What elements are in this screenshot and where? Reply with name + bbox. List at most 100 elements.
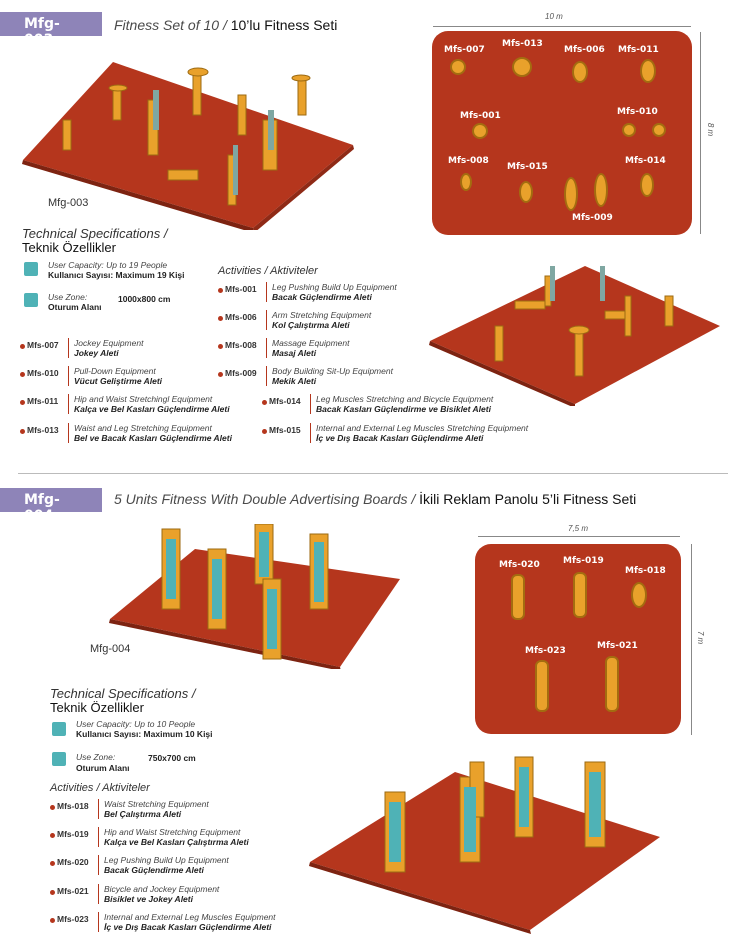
equipment-marker (450, 59, 466, 75)
plan-code-label: Mfs-008 (448, 156, 489, 166)
activity-tr: Bel Çalıştırma Aleti (104, 809, 182, 819)
equipment-marker (605, 656, 619, 712)
activity-code: Mfs-008 (225, 340, 257, 350)
capacity-tr: Kullanıcı Sayısı: Maximum 19 Kişi (48, 270, 185, 280)
activity-divider (98, 912, 99, 932)
activity-divider (68, 338, 69, 358)
plan-code-label: Mfs-007 (444, 45, 485, 55)
section-code-tag: Mfg-003 (0, 12, 102, 48)
spec-title-en: Technical Specifications / (50, 686, 196, 701)
height-dimension-line (691, 544, 692, 735)
plan-code-label: Mfs-001 (460, 111, 501, 121)
plan-code-label: Mfs-013 (502, 39, 543, 49)
section-title: Fitness Set of 10 / 10’lu Fitness Seti (114, 17, 337, 33)
activities-title: Activities / Aktiviteler (50, 782, 150, 794)
activity-en: Body Building Sit-Up Equipment (272, 366, 393, 376)
equipment-marker (472, 123, 488, 139)
plan-code-label: Mfs-014 (625, 156, 666, 166)
plan-height-label: 8 m (706, 122, 716, 137)
bullet-dot (20, 372, 25, 377)
activity-code: Mfs-021 (57, 886, 89, 896)
plan-code-label: Mfs-015 (507, 162, 548, 172)
bullet-dot (20, 429, 25, 434)
use-zone-icon (52, 752, 66, 766)
equipment-render-image (429, 266, 720, 406)
equipment-marker (460, 173, 472, 191)
activity-code: Mfs-019 (57, 829, 89, 839)
equipment-marker (535, 660, 549, 712)
activity-en: Arm Stretching Equipment (272, 310, 372, 320)
bullet-dot (218, 288, 223, 293)
activity-code: Mfs-011 (27, 396, 59, 406)
equipment-render-image (109, 524, 400, 669)
bullet-dot (50, 918, 55, 923)
activity-code: Mfs-015 (269, 425, 301, 435)
activity-tr: Bisiklet ve Jokey Aleti (104, 894, 193, 904)
equipment-marker (640, 59, 656, 83)
height-dimension-line (700, 32, 701, 234)
activity-tr: Masaj Aleti (272, 348, 317, 358)
activity-divider (98, 827, 99, 847)
section-title: 5 Units Fitness With Double Advertising … (114, 491, 636, 507)
plan-code-label: Mfs-019 (563, 556, 604, 566)
bullet-dot (218, 344, 223, 349)
activity-divider (266, 310, 267, 330)
equipment-marker (640, 173, 654, 197)
equipment-marker (564, 177, 578, 211)
plan-code-label: Mfs-023 (525, 646, 566, 656)
activities-title: Activities / Aktiviteler (218, 265, 318, 277)
activity-tr: Kalça ve Bel Kasları Güçlendirme Aleti (74, 404, 230, 414)
activity-code: Mfs-006 (225, 312, 257, 322)
activity-divider (266, 366, 267, 386)
activity-en: Hip and Waist Stretchingl Equipment (74, 394, 213, 404)
spec-title-tr: Teknik Özellikler (22, 240, 116, 255)
activity-en: Leg Pushing Build Up Equipment (272, 282, 397, 292)
equipment-render-image (22, 62, 354, 230)
plan-width-label: 7,5 m (568, 524, 589, 533)
activity-tr: Bacak Güçlendirme Aleti (104, 865, 204, 875)
section-title-tr: 10’lu Fitness Seti (230, 17, 338, 33)
activity-en: Leg Muscles Stretching and Bicycle Equip… (316, 394, 494, 404)
activity-code: Mfs-007 (27, 340, 59, 350)
bullet-dot (20, 400, 25, 405)
activity-tr: Vücut Geliştirme Aleti (74, 376, 163, 386)
equipment-marker (519, 181, 533, 203)
spec-title-en: Technical Specifications / (22, 226, 168, 241)
plan-height-label: 7 m (696, 630, 706, 645)
activity-code: Mfs-018 (57, 801, 89, 811)
plan-code-label: Mfs-006 (564, 45, 605, 55)
activity-en: Internal and External Leg Muscles Equipm… (104, 912, 276, 922)
zone-tr: Oturum Alanı (48, 302, 102, 312)
activity-code: Mfs-001 (225, 284, 257, 294)
use-zone-icon (24, 293, 38, 307)
section-divider (18, 473, 728, 474)
activity-code: Mfs-009 (225, 368, 257, 378)
activity-code: Mfs-010 (27, 368, 59, 378)
plan-code-label: Mfs-011 (618, 45, 659, 55)
equipment-marker (512, 57, 532, 77)
activity-en: Leg Pushing Build Up Equipment (104, 855, 229, 865)
bullet-dot (218, 316, 223, 321)
layout-plan: Mfs-020 Mfs-019 Mfs-018 Mfs-023 Mfs-021 (475, 544, 681, 734)
capacity-tr: Kullanıcı Sayısı: Maximum 10 Kişi (76, 729, 213, 739)
activity-code: Mfs-014 (269, 396, 301, 406)
activity-tr: Jokey Aleti (74, 348, 119, 358)
plan-code-label: Mfs-010 (617, 107, 658, 117)
bullet-dot (50, 805, 55, 810)
activity-tr: Mekik Aleti (272, 376, 317, 386)
bullet-dot (262, 429, 267, 434)
plan-width-label: 10 m (545, 12, 563, 21)
activity-divider (68, 394, 69, 414)
activity-code: Mfs-013 (27, 425, 59, 435)
bullet-dot (262, 400, 267, 405)
plan-code-label: Mfs-009 (572, 213, 613, 223)
capacity-en: User Capacity: Up to 10 People (76, 719, 196, 729)
equipment-marker (573, 572, 587, 618)
layout-plan: Mfs-007 Mfs-013 Mfs-006 Mfs-011 Mfs-001 … (432, 31, 692, 235)
activity-divider (310, 394, 311, 414)
activity-divider (98, 884, 99, 904)
bullet-dot (50, 861, 55, 866)
zone-en: Use Zone: (76, 752, 116, 762)
activity-tr: Kol Çalıştırma Aleti (272, 320, 350, 330)
capacity-en: User Capacity: Up to 19 People (48, 260, 168, 270)
